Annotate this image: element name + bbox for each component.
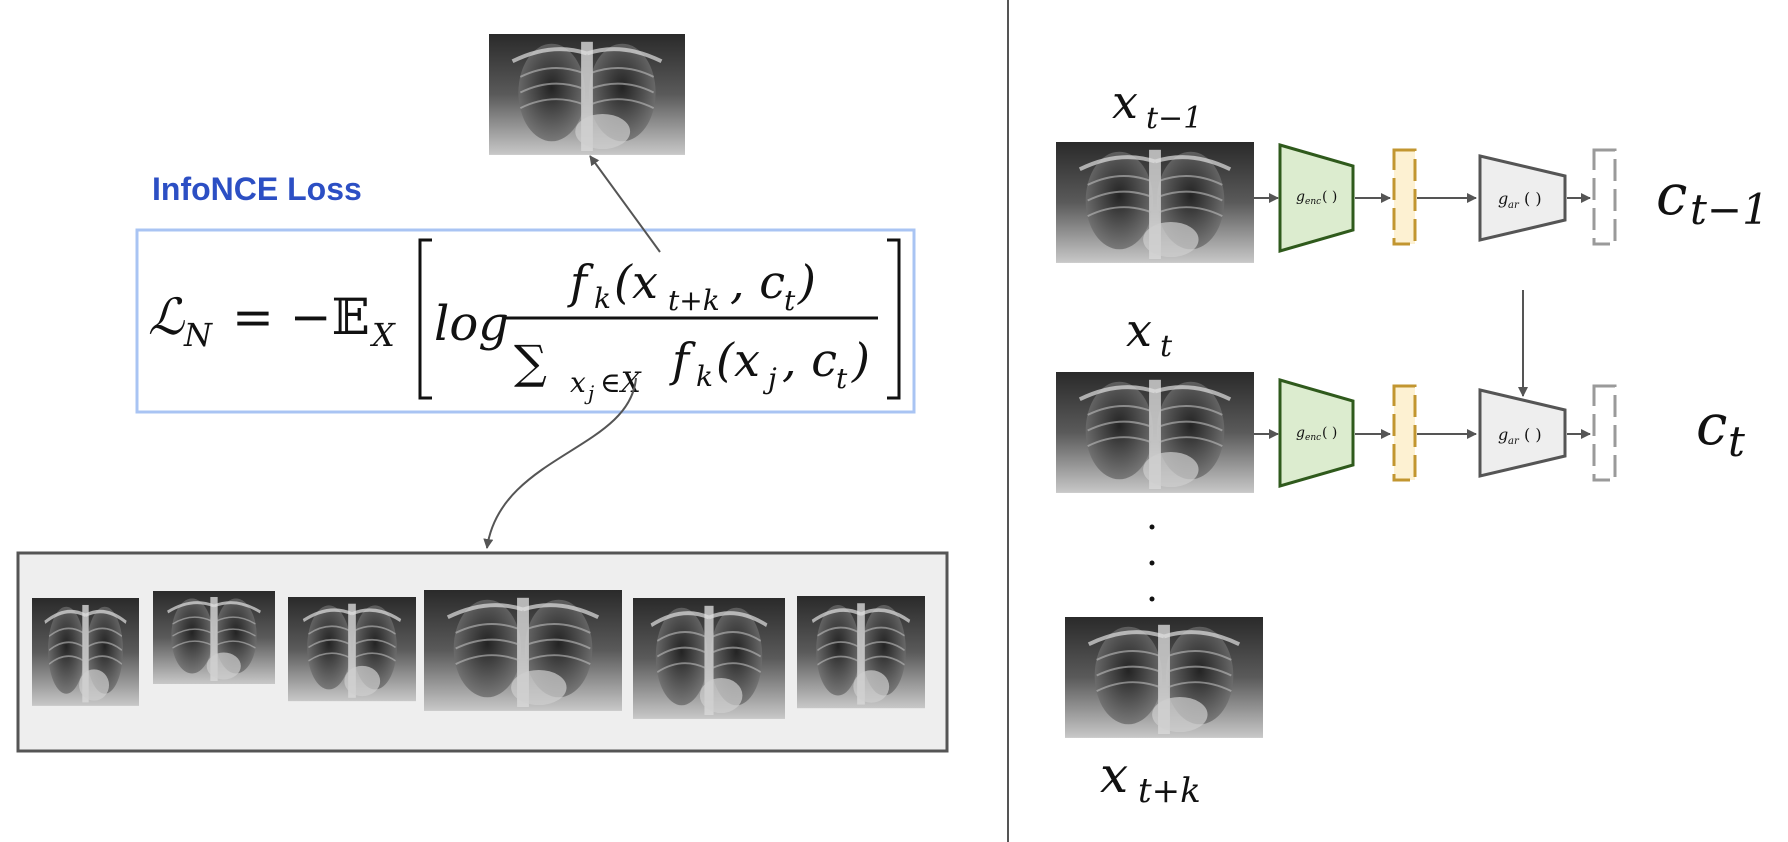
row-t-minus-1: x t−1 g enc ( ) g ar ( ) c t−1 [1054, 75, 1769, 265]
svg-text:( ): ( ) [1524, 425, 1542, 444]
negative-xray-3 [286, 595, 418, 703]
svg-text:x: x [1100, 746, 1128, 804]
negative-xray-2 [151, 589, 277, 686]
xray-t-plus-k [1063, 615, 1265, 740]
context-c-1 [1592, 148, 1617, 246]
svg-text:t: t [784, 284, 796, 317]
context-c-2 [1592, 384, 1617, 482]
svg-text:g: g [1498, 425, 1508, 444]
autoregressor-1 [1478, 154, 1567, 242]
svg-text:g: g [1296, 425, 1305, 441]
svg-text:t+k: t+k [1138, 771, 1201, 811]
negative-xray-1 [30, 596, 141, 708]
svg-text:j: j [584, 381, 594, 405]
svg-text:, c: , c [730, 255, 785, 309]
svg-text:t+k: t+k [668, 284, 720, 317]
svg-text:t−1: t−1 [1146, 101, 1202, 136]
svg-text:X: X [369, 316, 396, 354]
svg-text:(x: (x [716, 333, 760, 387]
future-frame: x t+k [1063, 615, 1265, 811]
svg-text:log: log [434, 296, 509, 352]
svg-text:( ): ( ) [1524, 189, 1542, 208]
svg-text:t−1: t−1 [1690, 185, 1769, 234]
svg-text:ℒ: ℒ [148, 288, 185, 346]
svg-text:t: t [1728, 417, 1745, 466]
autoregressor-2 [1478, 388, 1567, 478]
svg-text:ar: ar [1508, 200, 1520, 211]
svg-text:N: N [183, 316, 213, 354]
positive-arrow [589, 155, 661, 253]
negative-xray-4 [422, 588, 624, 713]
svg-text:t: t [1160, 329, 1173, 364]
right-bracket [887, 238, 901, 400]
svg-text:enc: enc [1305, 197, 1321, 207]
loss-title: InfoNCE Loss [152, 171, 362, 207]
svg-text:x: x [1126, 303, 1152, 357]
svg-text:t: t [836, 362, 848, 395]
svg-text:= −𝔼: = −𝔼 [232, 288, 370, 346]
svg-text:k: k [696, 360, 713, 393]
svg-text:k: k [594, 282, 611, 315]
latent-z-1 [1392, 148, 1417, 246]
svg-text:( ): ( ) [1322, 189, 1337, 205]
svg-text:x: x [570, 366, 586, 399]
svg-text:): ) [851, 333, 870, 387]
ellipsis-dots [1149, 524, 1155, 602]
svg-text:, c: , c [782, 333, 837, 387]
negative-xray-6 [795, 594, 927, 711]
left-bracket [418, 238, 432, 400]
infonce-formula: ℒ N = −𝔼 X log f k (x t+k , c t ) ∑ x j … [148, 238, 901, 405]
formula-box [135, 228, 916, 414]
xray-t-minus-1 [1054, 140, 1256, 265]
svg-text:(x: (x [614, 255, 658, 309]
svg-text:∑: ∑ [514, 335, 547, 389]
svg-text:): ) [797, 255, 816, 309]
negative-xray-5 [631, 596, 787, 721]
svg-text:c: c [1656, 163, 1687, 228]
row-t: x t g enc ( ) g ar ( ) c t [1054, 303, 1745, 495]
svg-text:x: x [1112, 75, 1138, 129]
svg-text:enc: enc [1305, 433, 1321, 443]
svg-text:g: g [1498, 189, 1508, 208]
svg-text:g: g [1296, 189, 1305, 205]
svg-text:ar: ar [1508, 436, 1520, 447]
encoder-1 [1278, 143, 1355, 253]
encoder-2 [1278, 378, 1355, 488]
negatives-arrow [483, 377, 637, 549]
svg-text:c: c [1696, 393, 1727, 458]
svg-text:( ): ( ) [1322, 425, 1337, 441]
latent-z-2 [1392, 384, 1417, 482]
positive-sample-xray [487, 32, 687, 157]
xray-t [1054, 370, 1256, 495]
